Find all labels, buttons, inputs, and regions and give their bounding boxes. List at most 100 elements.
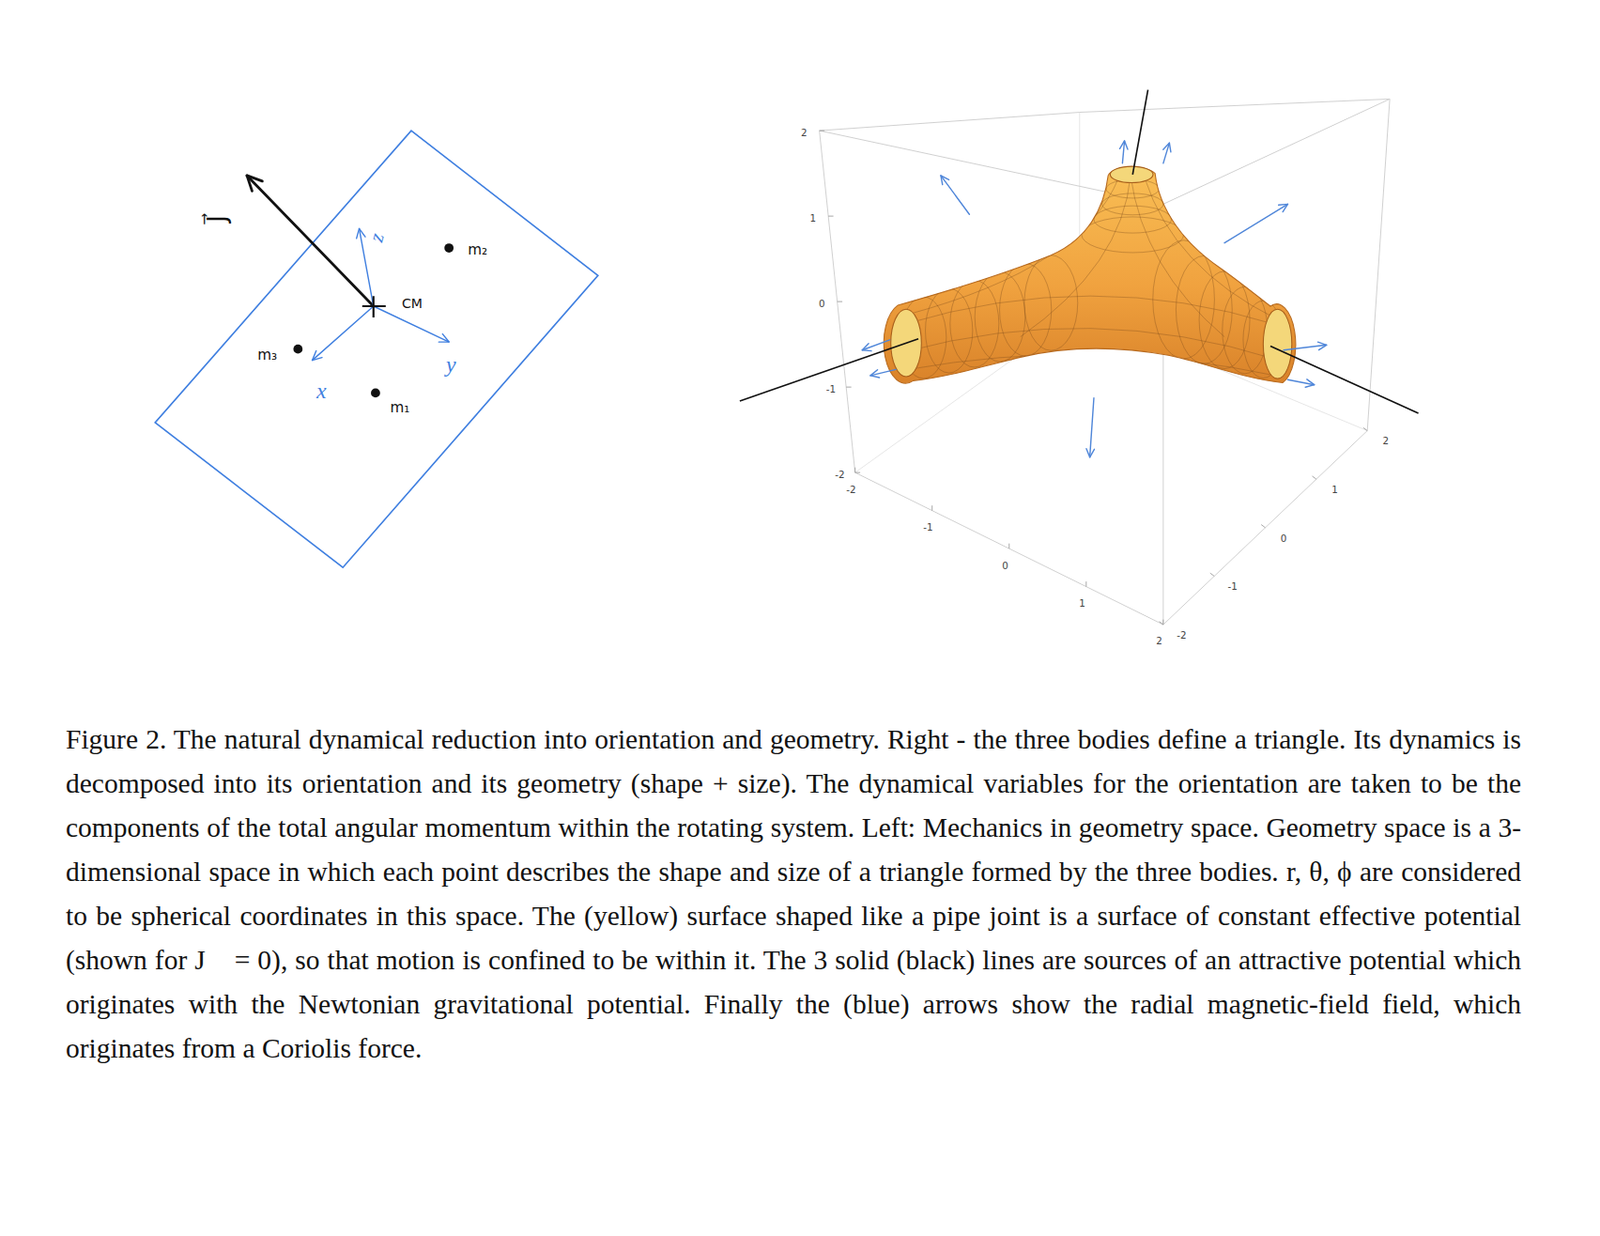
tick-mark xyxy=(931,505,933,510)
angular-momentum-arrow xyxy=(246,175,374,307)
mesh-line xyxy=(907,353,1276,375)
mass-label: m₃ xyxy=(257,349,277,364)
tick-label: -2 xyxy=(1176,630,1186,640)
x-axis-arrow-shaft xyxy=(312,306,374,361)
angular-momentum-arrow-shaft xyxy=(246,175,374,307)
source-line xyxy=(1270,345,1419,414)
field-arrow xyxy=(870,369,896,378)
vector-label: J⃗ xyxy=(204,215,230,223)
mesh-ring xyxy=(1000,263,1052,357)
mesh-line xyxy=(1144,178,1276,319)
body-dot xyxy=(370,387,381,398)
top-opening xyxy=(1109,166,1154,183)
field-arrow-head xyxy=(1305,379,1314,387)
angular-momentum-arrow-head xyxy=(246,175,262,192)
field-arrow-shaft xyxy=(1224,203,1288,243)
right-opening xyxy=(1262,308,1292,379)
mass-label: m₂ xyxy=(467,244,488,259)
z-axis-arrow-head xyxy=(356,228,366,238)
field-arrow-shaft xyxy=(861,339,890,351)
tick-mark xyxy=(1261,524,1265,528)
tick-mark xyxy=(828,215,833,217)
field-arrow xyxy=(1287,379,1314,387)
tick-label: -1 xyxy=(826,384,836,394)
body-dot xyxy=(444,243,454,253)
tick-mark xyxy=(846,386,851,388)
mesh-ring xyxy=(925,288,973,373)
box-edge xyxy=(819,130,856,473)
point-label: CM xyxy=(401,296,423,310)
body-dot xyxy=(292,344,303,354)
field-arrow-head xyxy=(1120,140,1128,150)
box-edge xyxy=(1163,98,1390,204)
field-arrow-head xyxy=(1086,448,1094,458)
field-arrow xyxy=(1086,398,1094,458)
surface-mesh xyxy=(900,175,1284,379)
field-arrow xyxy=(1283,341,1327,351)
mesh-line xyxy=(907,178,1119,315)
center-of-mass-cross xyxy=(362,295,386,318)
tick-mark xyxy=(1085,581,1087,586)
tick-label: 2 xyxy=(1383,435,1390,446)
orbital-plane xyxy=(154,130,599,568)
figure-caption: Figure 2. The natural dynamical reductio… xyxy=(65,717,1522,1071)
field-arrow-head xyxy=(870,369,880,378)
y-axis-arrow xyxy=(373,306,449,342)
tick-mark xyxy=(855,472,861,474)
field-arrow-head xyxy=(1163,142,1171,153)
y-axis-arrow-shaft xyxy=(373,306,449,342)
mesh-line xyxy=(903,295,1277,324)
tick-label: 1 xyxy=(1078,598,1086,608)
tick-label: -1 xyxy=(923,522,933,532)
field-arrow xyxy=(861,339,890,352)
tick-label: 1 xyxy=(810,213,817,223)
tick-label: 0 xyxy=(1001,559,1009,570)
field-arrow-shaft xyxy=(940,175,970,215)
source-line xyxy=(1132,90,1148,175)
tick-mark xyxy=(854,467,856,473)
tick-label: 0 xyxy=(818,298,826,308)
axis-label: y xyxy=(446,353,457,377)
mesh-ring xyxy=(1102,193,1164,216)
tick-label: 1 xyxy=(1331,484,1339,494)
axis-label: z xyxy=(366,230,388,245)
field-arrow-head xyxy=(1317,341,1326,350)
tick-mark xyxy=(837,301,843,303)
mesh-ring xyxy=(1175,255,1232,364)
field-arrow-shaft xyxy=(1090,398,1094,458)
mesh-line xyxy=(1020,175,1131,338)
tick-label: 0 xyxy=(1280,533,1288,543)
z-axis-arrow xyxy=(356,228,374,307)
mesh-ring xyxy=(1081,216,1185,253)
mass-label: m₁ xyxy=(390,400,411,416)
mesh-ring xyxy=(1222,286,1268,373)
y-axis-arrow-head xyxy=(438,334,449,343)
triangle-sketch xyxy=(154,130,599,568)
tick-label: 2 xyxy=(1155,635,1163,646)
mesh-ring xyxy=(1024,255,1078,352)
tick-label: 2 xyxy=(800,127,808,138)
tick-mark xyxy=(1159,621,1164,625)
x-axis-arrow xyxy=(312,306,374,361)
tick-mark xyxy=(1008,543,1010,549)
tick-label: -1 xyxy=(1228,581,1238,591)
mesh-line xyxy=(1130,175,1225,338)
field-arrow xyxy=(1224,203,1288,243)
surface-body xyxy=(883,167,1296,384)
field-arrow xyxy=(940,175,970,215)
field-arrow-head xyxy=(861,343,872,352)
box-edge xyxy=(855,472,1164,625)
field-arrow-head xyxy=(940,175,950,185)
source-line xyxy=(739,338,919,401)
tick-mark xyxy=(819,130,825,132)
tick-mark xyxy=(1210,572,1215,576)
field-arrow xyxy=(1120,140,1128,164)
box-edge xyxy=(1163,430,1368,625)
tick-mark xyxy=(1312,476,1317,479)
field-arrow xyxy=(1163,142,1171,164)
tick-label: -2 xyxy=(846,483,856,493)
x-axis-arrow-head xyxy=(312,351,323,361)
box-edge xyxy=(819,112,1080,132)
potential-surface xyxy=(883,166,1296,384)
